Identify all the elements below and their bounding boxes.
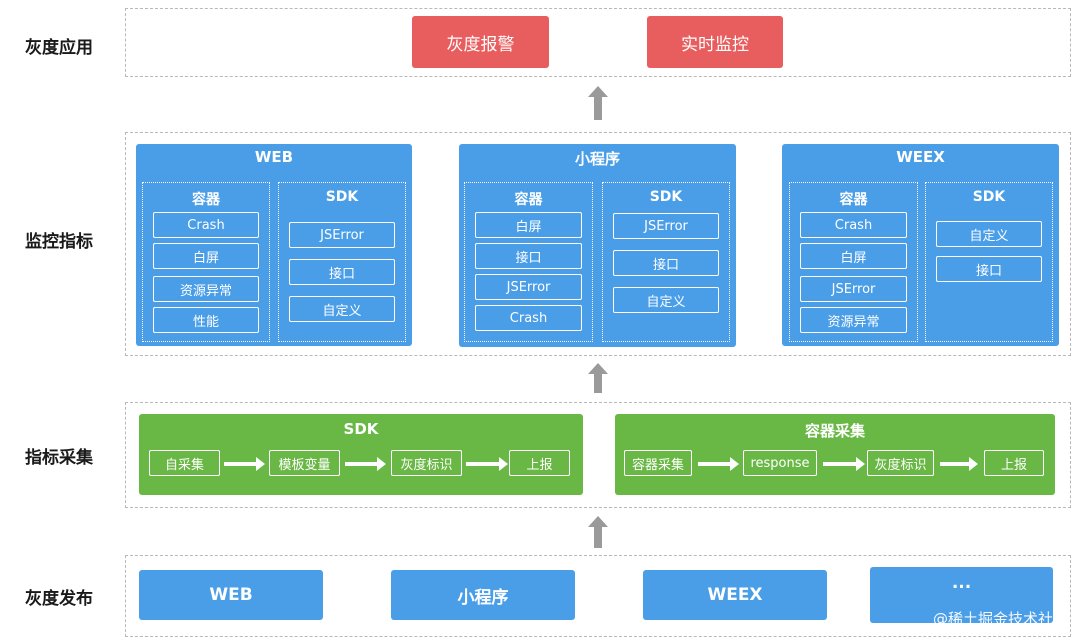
metrics-layer (125, 132, 1071, 356)
app-layer (125, 8, 1071, 77)
mini-sdk-group: SDK JSError 接口 自定义 (602, 182, 730, 342)
web-container-title: 容器 (192, 192, 220, 208)
mini-container-item: 白屏 (475, 212, 582, 238)
weex-sdk-group: SDK 自定义 接口 (925, 182, 1053, 342)
flow-arrow (345, 457, 386, 471)
mini-sdk-item: 接口 (613, 250, 719, 276)
container-flow-card: 容器采集 容器采集 response 灰度标识 上报 (615, 414, 1055, 495)
collect-layer (125, 402, 1071, 508)
web-container-group: 容器 Crash 白屏 资源异常 性能 (142, 182, 270, 342)
up-arrow-1 (588, 86, 608, 120)
weex-container-title: 容器 (839, 192, 868, 208)
web-container-item: 白屏 (153, 243, 259, 269)
release-more: ... (870, 567, 1053, 623)
web-sdk-group: SDK JSError 接口 自定义 (278, 182, 406, 342)
container-flow-step: 容器采集 (624, 450, 692, 476)
web-sdk-item: 自定义 (289, 296, 395, 322)
watermark: @稀土掘金技术社区 (932, 610, 1068, 628)
weex-container-item: JSError (800, 276, 907, 302)
web-sdk-item: 接口 (289, 259, 395, 285)
web-title: WEB (254, 148, 294, 166)
mini-container-item: 接口 (475, 243, 582, 269)
web-card: WEB 容器 Crash 白屏 资源异常 性能 SDK JSError 接口 自… (136, 144, 412, 346)
weex-container-item: 白屏 (800, 243, 907, 269)
weex-card: WEEX 容器 Crash 白屏 JSError 资源异常 SDK 自定义 接口 (782, 144, 1059, 346)
sdk-flow-step: 上报 (509, 450, 570, 476)
weex-title: WEEX (896, 148, 945, 166)
flow-arrow (940, 457, 978, 471)
row-label-gray-app: 灰度应用 (25, 38, 93, 58)
sdk-flow-step: 灰度标识 (391, 450, 462, 476)
realtime-monitor-box: 实时监控 (647, 16, 783, 68)
flow-arrow (224, 457, 265, 471)
weex-sdk-title: SDK (972, 189, 1006, 205)
weex-sdk-item: 自定义 (936, 221, 1042, 247)
flow-arrow (823, 457, 865, 471)
weex-container-item: Crash (800, 212, 907, 238)
mini-container-item: JSError (475, 274, 582, 300)
container-flow-step: 上报 (984, 450, 1044, 476)
container-flow-step: 灰度标识 (867, 450, 934, 476)
alarm-box: 灰度报警 (412, 16, 549, 68)
flow-arrow (698, 457, 739, 471)
release-layer (125, 555, 1071, 637)
sdk-flow-step: 模板变量 (269, 450, 340, 476)
mini-sdk-item: JSError (613, 213, 719, 239)
web-sdk-title: SDK (325, 189, 359, 205)
row-label-release: 灰度发布 (25, 589, 93, 609)
web-container-item: Crash (153, 212, 259, 238)
release-mini: 小程序 (391, 570, 575, 620)
web-container-item: 资源异常 (153, 276, 259, 302)
sdk-flow-card: SDK 自采集 模板变量 灰度标识 上报 (139, 414, 583, 495)
up-arrow-2 (588, 363, 608, 393)
container-flow-title: 容器采集 (804, 422, 865, 440)
web-container-item: 性能 (153, 307, 259, 333)
mini-container-group: 容器 白屏 接口 JSError Crash (464, 182, 593, 342)
row-label-collect: 指标采集 (25, 448, 93, 468)
mini-sdk-title: SDK (649, 189, 683, 205)
mini-sdk-item: 自定义 (613, 287, 719, 313)
release-web: WEB (139, 570, 323, 620)
container-flow-step: response (743, 450, 817, 476)
mini-container-title: 容器 (514, 192, 543, 208)
mini-card: 小程序 容器 白屏 接口 JSError Crash SDK JSError 接… (459, 144, 736, 347)
weex-container-group: 容器 Crash 白屏 JSError 资源异常 (789, 182, 918, 342)
flow-arrow (466, 457, 508, 471)
mini-title: 小程序 (574, 150, 620, 168)
release-weex: WEEX (643, 570, 827, 620)
row-label-metrics: 监控指标 (25, 232, 93, 252)
up-arrow-3 (588, 516, 608, 548)
weex-container-item: 资源异常 (800, 307, 907, 333)
sdk-flow-step: 自采集 (149, 450, 220, 476)
sdk-flow-title: SDK (343, 420, 379, 438)
mini-container-item: Crash (475, 305, 582, 331)
web-sdk-item: JSError (289, 222, 395, 248)
weex-sdk-item: 接口 (936, 256, 1042, 282)
